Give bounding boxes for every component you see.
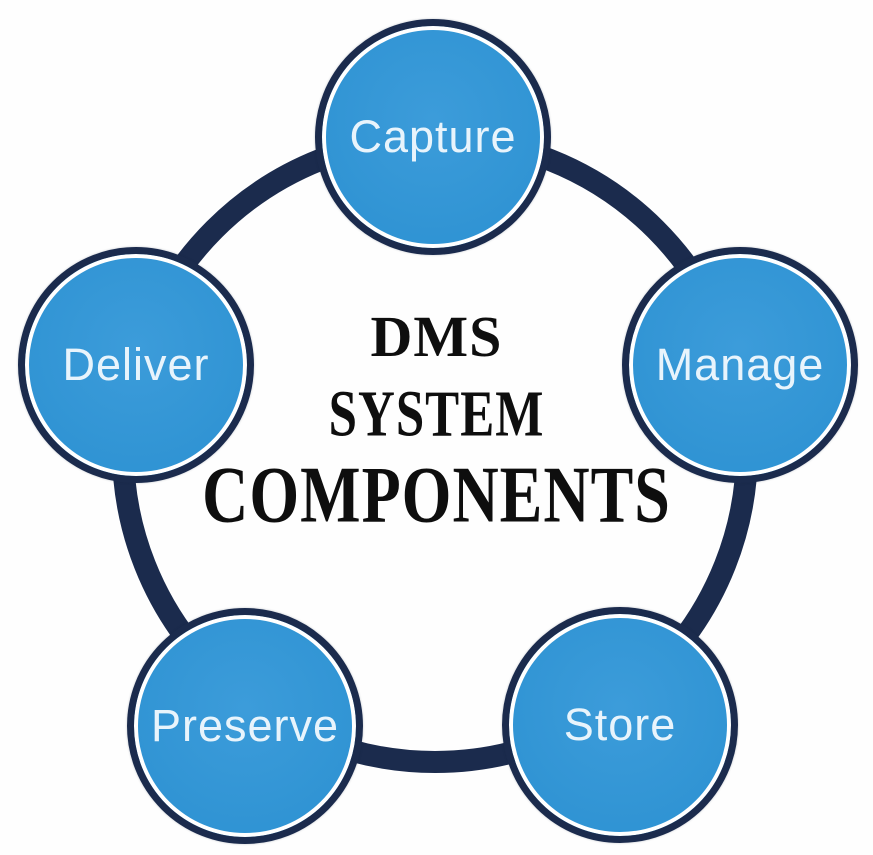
node-preserve: Preserve (127, 608, 363, 844)
node-deliver-label: Deliver (62, 339, 210, 390)
node-manage: Manage (622, 247, 858, 483)
node-deliver: Deliver (18, 247, 254, 483)
node-store-label: Store (563, 699, 677, 750)
diagram-title: DMS SYSTEM COMPONENTS (0, 297, 873, 539)
node-preserve-label: Preserve (150, 700, 340, 751)
node-manage-label: Manage (655, 339, 825, 390)
node-store: Store (502, 607, 738, 843)
title-line-system: SYSTEM (328, 379, 545, 451)
node-capture: Capture (315, 19, 551, 255)
node-capture-label: Capture (349, 111, 517, 162)
title-line-components: COMPONENTS (202, 450, 671, 539)
title-line-dms: DMS (370, 304, 503, 369)
